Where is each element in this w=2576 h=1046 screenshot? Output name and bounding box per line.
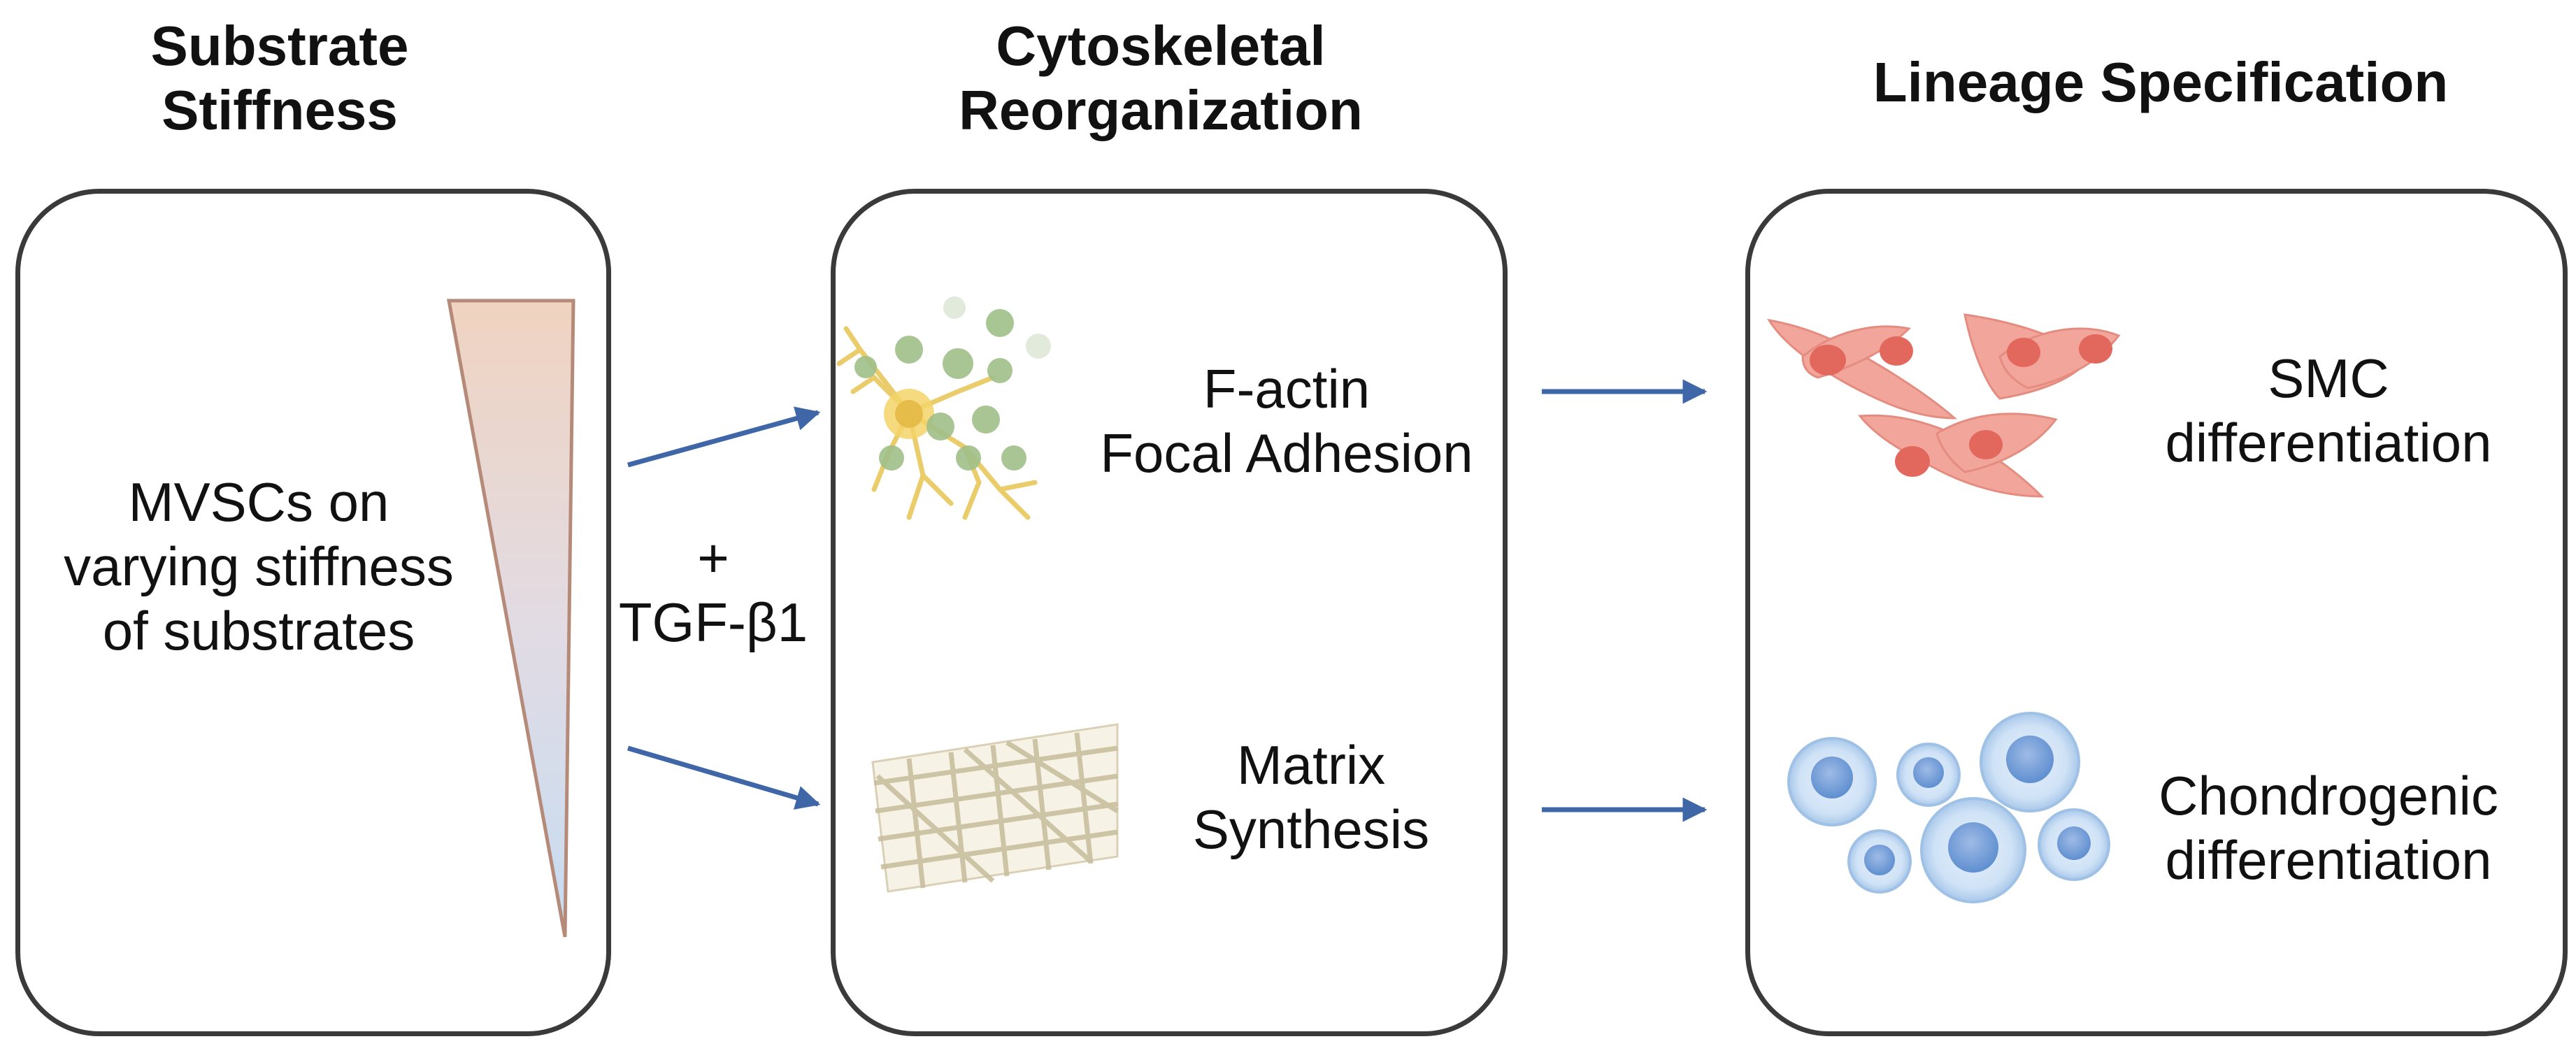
smc-line2: differentiation: [2165, 412, 2492, 473]
heading-cytoskeletal-line1: Cytoskeletal: [996, 15, 1326, 77]
smc-differentiation-label: SMC differentiation: [2126, 346, 2531, 475]
stiffness-gradient-wedge: [447, 299, 575, 938]
chondrogenic-cells-illustration: [1787, 712, 2110, 903]
factin-focal-adhesion-label: F-actin Focal Adhesion: [1091, 357, 1482, 485]
substrate-desc-line2: varying stiffness: [64, 536, 454, 597]
factin-cell-illustration: [836, 296, 1051, 520]
chondrogenic-differentiation-label: Chondrogenic differentiation: [2126, 764, 2531, 892]
matrix-synthesis-label: Matrix Synthesis: [1140, 733, 1482, 861]
treatment-label: + TGF-β1: [608, 526, 818, 654]
heading-substrate-stiffness: Substrate Stiffness: [112, 14, 448, 143]
treatment-plus: +: [697, 527, 729, 589]
arrow-to-factin: [627, 406, 821, 468]
heading-lineage-specification: Lineage Specification: [1804, 50, 2517, 115]
heading-lineage-text: Lineage Specification: [1873, 51, 2449, 113]
smc-line1: SMC: [2268, 348, 2389, 409]
treatment-agent: TGF-β1: [618, 592, 808, 653]
panel-cytoskeletal: [831, 189, 1508, 1036]
factin-line2: Focal Adhesion: [1100, 422, 1473, 484]
heading-substrate-line2: Stiffness: [162, 79, 398, 141]
heading-substrate-line1: Substrate: [150, 15, 409, 77]
arrow-to-matrix: [627, 745, 821, 810]
heading-cytoskeletal-line2: Reorganization: [959, 79, 1363, 141]
panel-substrate-description: MVSCs on varying stiffness of substrates: [28, 470, 489, 663]
matrix-fibre-illustration: [871, 723, 1119, 893]
substrate-desc-line1: MVSCs on: [128, 471, 389, 533]
chondro-line1: Chondrogenic: [2159, 765, 2498, 826]
smc-cells-illustration: [1766, 313, 2121, 498]
substrate-desc-line3: of substrates: [102, 600, 415, 661]
matrix-line1: Matrix: [1236, 734, 1386, 796]
chondro-line2: differentiation: [2165, 829, 2492, 891]
factin-line1: F-actin: [1203, 358, 1371, 420]
heading-cytoskeletal-reorganization: Cytoskeletal Reorganization: [930, 14, 1391, 143]
matrix-line2: Synthesis: [1192, 798, 1430, 860]
